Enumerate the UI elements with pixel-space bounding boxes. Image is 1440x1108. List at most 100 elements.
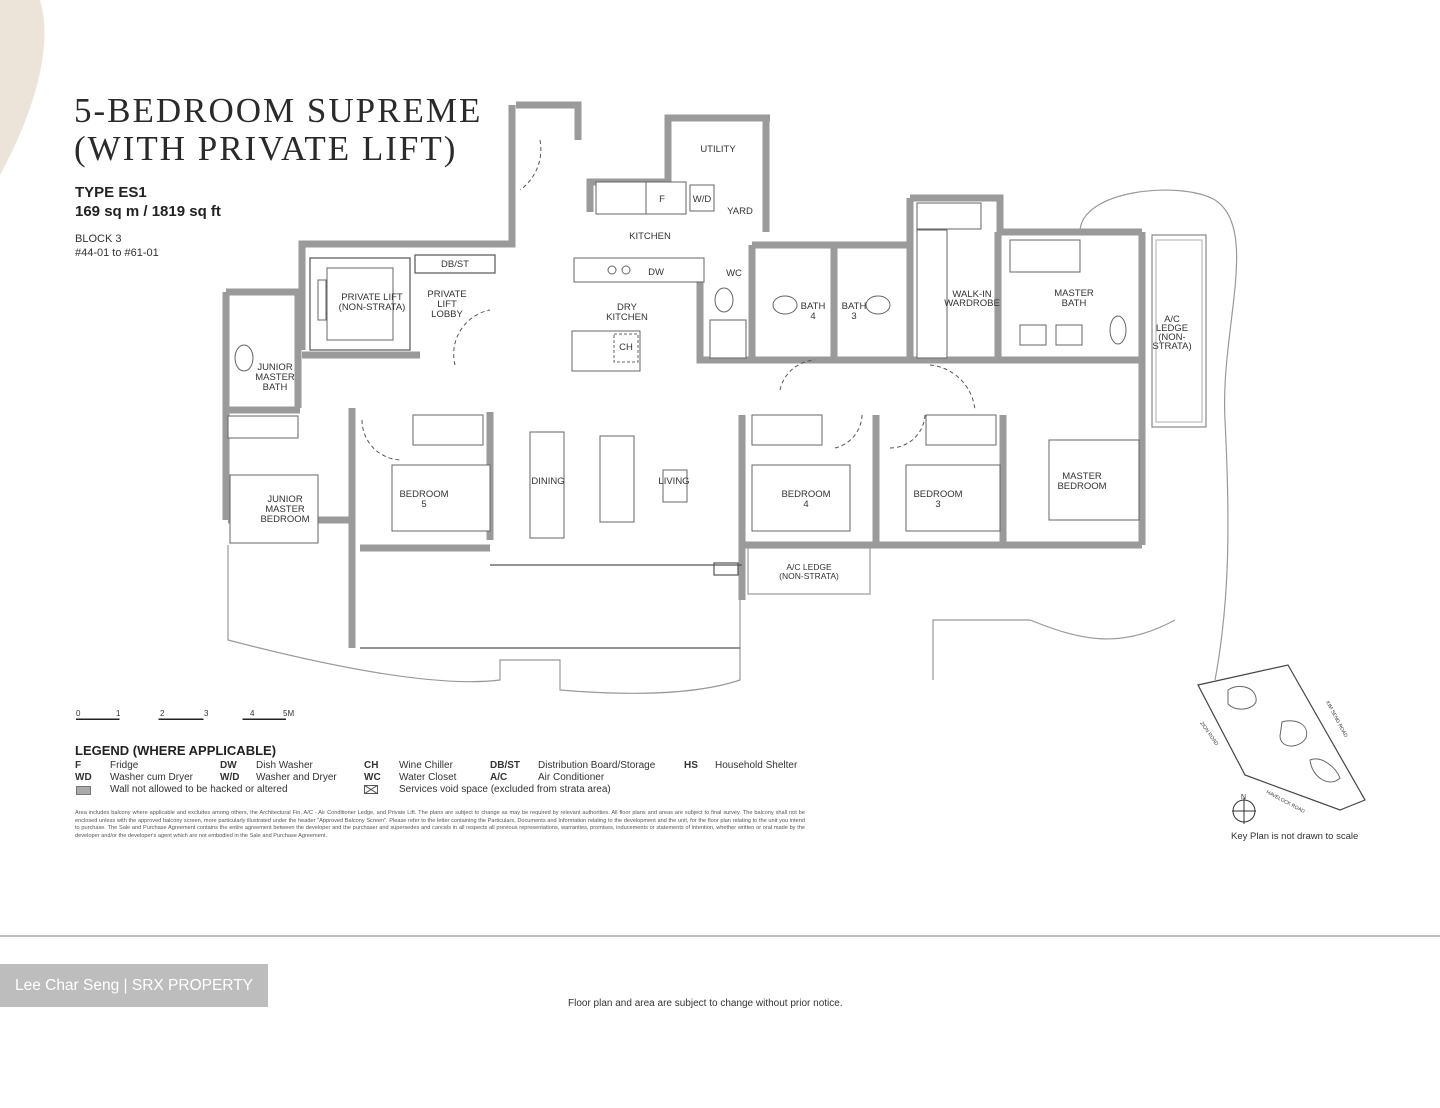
label-junior-master-bedroom: JUNIOR [267, 494, 303, 505]
label-junior-master-bath: JUNIOR [257, 362, 293, 373]
label-master-bedroom: MASTER [1062, 471, 1102, 482]
legend-item: WC [364, 772, 381, 783]
label-washer-dryer: W/D [693, 194, 712, 205]
legend-item: WD [75, 772, 92, 783]
scale-tick-5: 5M [283, 709, 294, 718]
label-ac-ledge-bottom: A/C LEDGE [786, 562, 832, 572]
label-private-lift: PRIVATE LIFT [341, 292, 403, 303]
svg-text:(NON-STRATA): (NON-STRATA) [779, 571, 839, 581]
svg-text:LOBBY: LOBBY [431, 309, 463, 320]
svg-text:5: 5 [421, 499, 426, 510]
balcony-outline [227, 545, 741, 694]
wardrobes [227, 202, 997, 446]
svg-text:MASTER: MASTER [255, 372, 295, 383]
svg-text:KITCHEN: KITCHEN [606, 312, 648, 323]
services-void-legend-icon [364, 785, 378, 794]
legend-item: HS [684, 760, 698, 771]
ac-ledge-boundary [1079, 189, 1238, 681]
legend-wall-note: Wall not allowed to be hacked or altered [110, 784, 288, 795]
svg-text:STRATA): STRATA) [1152, 341, 1191, 352]
road-kim-seng: KIM SENG ROAD [1324, 700, 1348, 739]
svg-text:BEDROOM: BEDROOM [1057, 481, 1106, 492]
block-outline [1309, 758, 1341, 783]
svg-text:(NON-: (NON- [1158, 332, 1185, 343]
scale-bar: 0 1 2 3 4 5M [76, 709, 294, 720]
road-zion: ZION ROAD [1198, 721, 1219, 748]
label-walk-in-wardrobe: WALK-IN [952, 289, 991, 300]
scale-tick-2: 2 [160, 709, 165, 718]
block-label: BLOCK 3 [75, 233, 122, 245]
svg-text:3: 3 [851, 311, 856, 322]
wine-chiller [613, 333, 639, 363]
key-plan: ZION ROAD KIM SENG ROAD HAVELOCK ROAD N … [1197, 664, 1366, 842]
label-master-bath: MASTER [1054, 288, 1094, 299]
dining-table [529, 431, 565, 539]
door-swings [361, 139, 976, 461]
watermark: Lee Char Seng | SRX PROPERTY [0, 964, 268, 1007]
label-private-lift-lobby: PRIVATE [427, 289, 466, 300]
wall-swatch-icon [76, 786, 91, 795]
legend-item: CH [364, 760, 379, 771]
north-label: N [1241, 794, 1246, 801]
ac-ledge-right [1151, 234, 1207, 428]
legend-item: A/C [490, 772, 508, 783]
block-outline [1227, 686, 1257, 710]
sofa [599, 435, 635, 523]
label-dish-washer: DW [648, 267, 664, 278]
svg-text:WARDROBE: WARDROBE [944, 298, 1000, 309]
legend-item: W/D [220, 772, 240, 783]
planter-boundary [932, 619, 1176, 680]
beds [229, 439, 1140, 544]
svg-text:BATH: BATH [263, 382, 288, 393]
legend-void-note: Services void space (excluded from strat… [399, 784, 611, 795]
label-wine-chiller: CH [619, 342, 633, 353]
divider [0, 935, 1440, 937]
coffee-table [662, 469, 688, 503]
label-living: LIVING [658, 476, 689, 487]
key-plan-note: Key Plan is not drawn to scale [1231, 831, 1358, 842]
svg-text:(NON-STRATA): (NON-STRATA) [339, 302, 406, 313]
lift-shaft [309, 257, 411, 351]
label-dining: DINING [531, 476, 564, 487]
db-st [414, 254, 496, 274]
road-havelock: HAVELOCK ROAD [1265, 789, 1306, 815]
site-boundary [1197, 664, 1366, 811]
legend-title: LEGEND (WHERE APPLICABLE) [75, 743, 277, 758]
svg-text:BEDROOM: BEDROOM [260, 514, 309, 525]
svg-text:LIFT: LIFT [437, 299, 457, 310]
block-outline [1279, 720, 1308, 747]
scale-tick-0: 0 [76, 709, 81, 718]
unit-area: 169 sq m / 1819 sq ft [75, 203, 221, 220]
label-utility: UTILITY [700, 144, 736, 155]
label-fridge: F [659, 194, 665, 205]
fridge [645, 181, 687, 215]
scale-tick-1: 1 [116, 709, 121, 718]
washer-dryer [689, 184, 715, 212]
svg-text:BATH: BATH [1062, 298, 1087, 309]
bathtub [1009, 239, 1081, 273]
plan-subtitle: (WITH PRIVATE LIFT) [74, 129, 458, 168]
toilet [1109, 315, 1127, 345]
unit-numbers: #44-01 to #61-01 [75, 247, 159, 259]
legend-item: DB/ST [490, 760, 520, 771]
svg-text:LEDGE: LEDGE [1156, 323, 1188, 334]
svg-text:MASTER: MASTER [265, 504, 305, 515]
room-labels: UTILITY YARD F W/D KITCHEN DW WC DB/ST P… [255, 144, 1191, 581]
decorative-curve [0, 0, 45, 175]
shower [709, 319, 747, 359]
lift-car [326, 267, 394, 341]
floor-plan: UTILITY YARD F W/D KITCHEN DW WC DB/ST P… [76, 101, 1238, 720]
change-notice: Floor plan and area are subject to chang… [568, 998, 843, 1009]
legend-item: F [75, 760, 82, 771]
kitchen-counter [573, 257, 705, 283]
legend-item: DW [220, 760, 237, 771]
label-dry-kitchen: DRY [617, 302, 638, 313]
label-bath3: BATH [842, 301, 867, 312]
services-void-icon [713, 562, 739, 576]
label-yard: YARD [727, 206, 753, 217]
label-bedroom3: BEDROOM [913, 489, 962, 500]
disclaimer: Area includes balcony where applicable a… [75, 810, 805, 839]
svg-text:4: 4 [810, 311, 815, 322]
label-db-st: DB/ST [441, 259, 469, 270]
label-bath4: BATH [801, 301, 826, 312]
